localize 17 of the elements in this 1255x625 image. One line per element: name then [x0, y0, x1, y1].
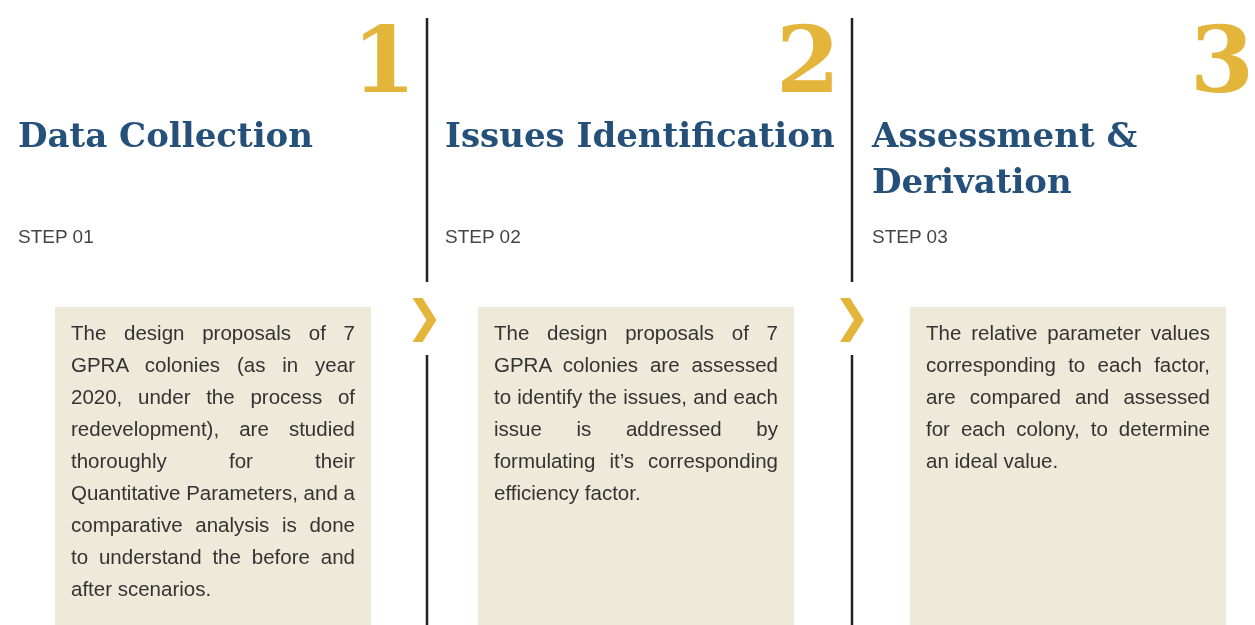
- step-heading: Data Collection: [18, 114, 314, 157]
- description-text: The design proposals of 7 GPRA colonies (as in year 2020, under the process of redevelopment), are studied thoroughly for their Quantitative Parameters, and a comparative analysis is done to understand the before and after scenarios.: [71, 320, 355, 602]
- description-box: [478, 307, 794, 625]
- chevron-arrow: [840, 298, 864, 342]
- step-heading: Assessment & Derivation: [872, 114, 1139, 203]
- description-text: The design proposals of 7 GPRA colonies are assessed to identify the issues, and each issue is addressed by formulating it’s corresponding efficiency factor.: [494, 320, 778, 506]
- step-heading: Issues Identification: [445, 114, 836, 157]
- description-text: The relative parameter values corresponding to each factor, are compared and assessed for each colony, to determine an ideal value.: [926, 320, 1210, 474]
- step-label: STEP 01: [18, 226, 94, 248]
- description-box: [910, 307, 1226, 625]
- step-label: STEP 03: [872, 226, 948, 248]
- step-number: 1: [352, 14, 416, 106]
- step-number: 2: [776, 14, 840, 106]
- chevron-arrow: [412, 298, 437, 342]
- step-label: STEP 02: [445, 226, 521, 248]
- step-number: 3: [1190, 14, 1254, 106]
- description-box: [55, 307, 371, 625]
